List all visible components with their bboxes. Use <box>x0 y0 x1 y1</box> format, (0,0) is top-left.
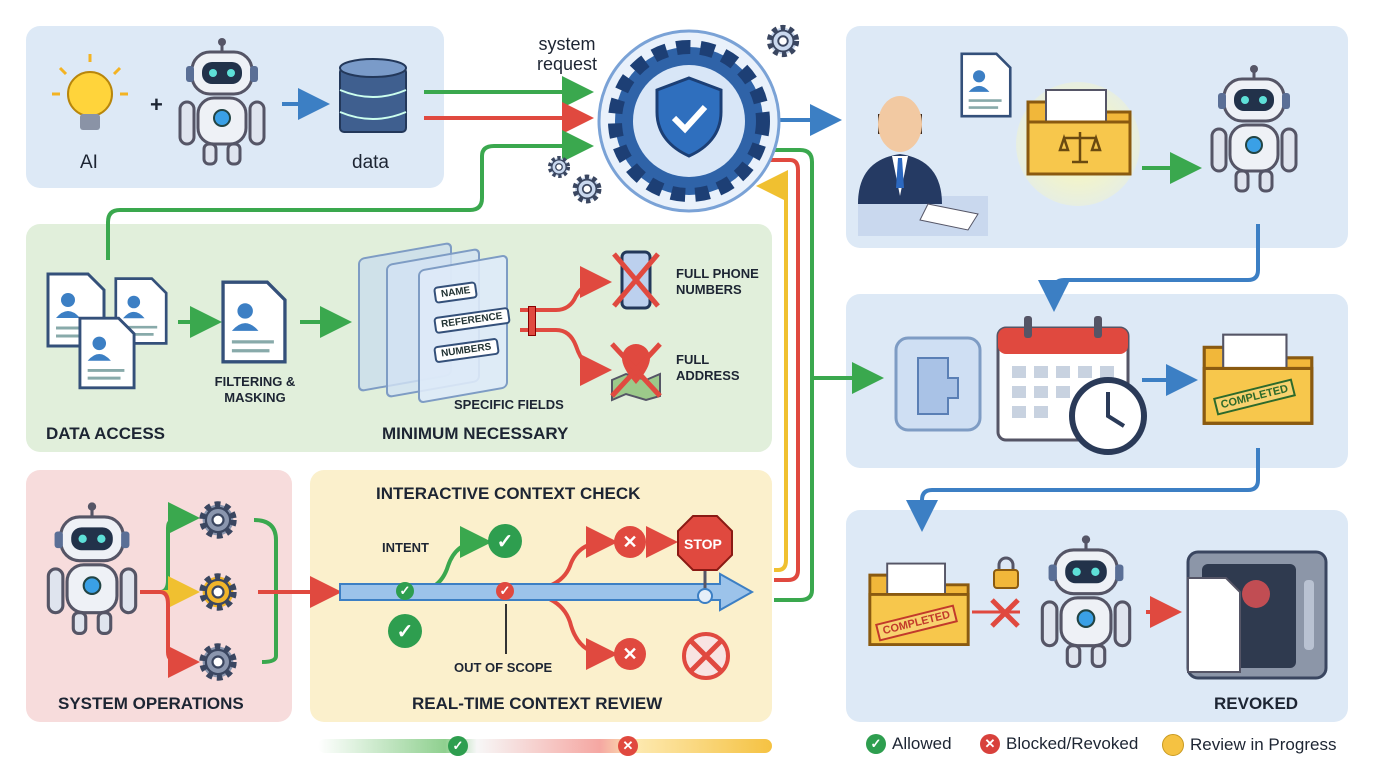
legend-label: Review in Progress <box>1190 735 1337 754</box>
stop-label: STOP <box>684 536 722 552</box>
completed-folder-icon <box>866 550 972 660</box>
legend-review: Review in Progress <box>1162 734 1336 756</box>
revoked-label: REVOKED <box>1214 694 1299 713</box>
blocked-address-icon <box>610 342 662 402</box>
gear-icon <box>196 640 240 684</box>
stop-sign-icon <box>677 515 733 604</box>
review-icon <box>1162 734 1184 756</box>
allowed-status-icon: ✓ <box>448 736 468 756</box>
vault-safe-icon <box>1186 550 1328 680</box>
gear-icon <box>196 498 240 542</box>
gear-icon <box>764 22 802 60</box>
blocked-x-icon: ✕ <box>614 638 646 670</box>
legend-label: Blocked/Revoked <box>1006 734 1139 753</box>
database-icon <box>339 58 407 133</box>
data-access-title: DATA ACCESS <box>46 424 165 443</box>
blocked-status-icon: ✕ <box>618 736 638 756</box>
robot-icon <box>172 38 272 168</box>
robot-icon <box>1034 530 1138 676</box>
documents-icon <box>78 316 136 390</box>
system-request-label: system request <box>536 34 598 74</box>
context-timeline-arrow <box>339 572 755 612</box>
context-check-title: INTERACTIVE CONTEXT CHECK <box>376 484 641 503</box>
allowed-check-icon: ✓ <box>488 524 522 558</box>
robot-icon <box>40 500 144 640</box>
blocked-full-phone-numbers: FULL PHONE NUMBERS <box>676 266 759 297</box>
gear-icon <box>196 570 240 614</box>
data-label: data <box>352 152 389 173</box>
out-of-scope-label: OUT OF SCOPE <box>454 660 553 675</box>
revoked-x-icon <box>990 598 1020 628</box>
blocked-full-address: FULL ADDRESS <box>676 352 740 383</box>
prohibited-icon <box>682 632 730 680</box>
system-operations-title: SYSTEM OPERATIONS <box>58 694 244 713</box>
plus-sign: + <box>150 92 163 117</box>
allowed-icon: ✓ <box>866 734 886 754</box>
document-icon <box>960 52 1012 118</box>
robot-icon <box>1204 60 1304 200</box>
filtered-document-icon <box>218 280 290 364</box>
puzzle-icon <box>894 336 982 432</box>
out-of-scope-pointer <box>505 604 507 654</box>
legend-allowed: ✓ Allowed <box>866 734 952 754</box>
blocked-x-icon: ✕ <box>614 526 646 558</box>
status-progress-bar <box>318 739 772 753</box>
lock-icon <box>993 556 1019 589</box>
intent-label: INTENT <box>382 540 429 555</box>
blocked-icon: ✕ <box>980 734 1000 754</box>
realtime-context-review-title: REAL-TIME CONTEXT REVIEW <box>412 694 663 713</box>
minimum-necessary-title: MINIMUM NECESSARY <box>382 424 569 443</box>
specific-fields-label: SPECIFIC FIELDS <box>454 397 564 412</box>
blocked-phone-icon <box>612 250 660 310</box>
block-gate <box>528 306 536 336</box>
scales-icon <box>1058 132 1102 164</box>
legend-label: Allowed <box>892 734 952 753</box>
reviewer-person-icon <box>858 96 988 236</box>
security-shield-gear-icon <box>597 29 781 213</box>
allowed-check-icon: ✓ <box>388 614 422 648</box>
completed-folder-icon <box>1200 322 1316 438</box>
gear-icon <box>546 154 572 180</box>
allowed-check-icon: ✓ <box>396 582 414 600</box>
gear-icon <box>570 172 604 206</box>
ai-label: AI <box>80 152 98 173</box>
filtering-masking-label: FILTERING & MASKING <box>214 374 296 405</box>
clock-icon <box>1069 377 1147 455</box>
legend-blocked: ✕ Blocked/Revoked <box>980 734 1138 754</box>
lightbulb-icon <box>52 54 128 130</box>
out-of-scope-marker-icon: ✓ <box>496 582 514 600</box>
